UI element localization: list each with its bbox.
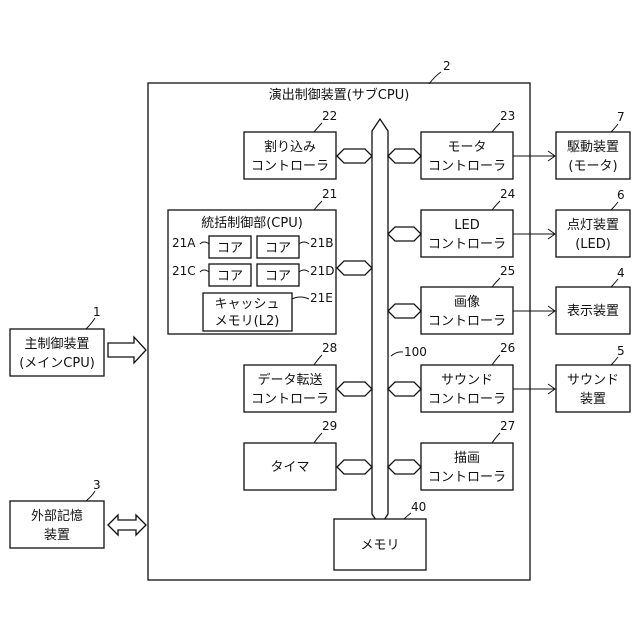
data-transfer-label-1: データ転送 [257, 372, 322, 388]
ref-21c: 21C [172, 264, 196, 278]
drive-device-label-1: 駆動装置 [567, 140, 619, 155]
external-storage-arrow [108, 515, 146, 535]
bus-link-sound [388, 382, 421, 396]
leader-6 [611, 202, 618, 210]
drive-device-label-2: (モータ) [568, 159, 617, 174]
draw-ctrl-label-1: 描画 [454, 451, 480, 466]
ref-24: 24 [500, 187, 515, 201]
led-ctrl-label-1: LED [454, 218, 479, 233]
bus-link-led [388, 227, 421, 241]
ref-100: 100 [404, 345, 427, 359]
sound-device-label-1: サウンド [567, 373, 619, 388]
sound-ctrl-label-1: サウンド [441, 373, 493, 388]
ref-5: 5 [617, 344, 625, 358]
motor-ctrl-label-2: コントローラ [428, 159, 506, 174]
ref-2: 2 [443, 59, 451, 73]
core-21d-label: コア [265, 269, 291, 284]
timer-label: タイマ [270, 460, 309, 475]
ref-23: 23 [500, 109, 515, 123]
cache-label-1: キャッシュ [214, 297, 279, 312]
light-device-label-1: 点灯装置 [567, 218, 619, 233]
led-ctrl-label-2: コントローラ [428, 237, 506, 252]
core-21b-label: コア [265, 241, 291, 256]
leader-1 [86, 318, 95, 329]
ref-7: 7 [617, 110, 625, 124]
ref-21b: 21B [310, 236, 334, 250]
motor-ctrl-label-1: モータ [447, 140, 486, 155]
ref-4: 4 [617, 266, 625, 280]
ref-21: 21 [322, 187, 337, 201]
cache-label-2: メモリ(L2) [215, 314, 280, 329]
ref-26: 26 [500, 341, 515, 355]
bus-link-draw [388, 460, 421, 474]
external-storage-label-1: 外部記憶 [31, 508, 83, 524]
ref-29: 29 [322, 419, 337, 433]
ref-6: 6 [617, 188, 625, 202]
interrupt-label-2: コントローラ [251, 159, 329, 174]
ref-22: 22 [322, 109, 337, 123]
light-device-label-2: (LED) [575, 237, 611, 252]
ref-27: 27 [500, 419, 515, 433]
internal-bus [372, 119, 388, 526]
ref-40: 40 [411, 500, 426, 514]
sound-device-label-2: 装置 [580, 392, 606, 407]
leader-2 [429, 72, 441, 84]
image-ctrl-label-2: コントローラ [428, 314, 506, 329]
leader-7 [611, 124, 618, 132]
ref-3: 3 [93, 478, 101, 492]
memory-label: メモリ [360, 538, 399, 553]
draw-ctrl-label-2: コントローラ [428, 470, 506, 485]
leader-4 [611, 279, 618, 287]
ref-21e: 21E [310, 291, 333, 305]
leader-5 [611, 357, 618, 365]
display-device-label: 表示装置 [567, 304, 619, 319]
ref-21d: 21D [310, 264, 335, 278]
bus-link-motor [388, 149, 421, 163]
interrupt-label-1: 割り込み [264, 139, 316, 155]
ref-1: 1 [93, 305, 101, 319]
bus-link-cpu [337, 261, 372, 275]
leader-3 [86, 491, 95, 501]
core-21c-label: コア [217, 269, 243, 284]
data-transfer-label-2: コントローラ [251, 392, 329, 407]
ref-28: 28 [322, 341, 337, 355]
external-storage-label-2: 装置 [44, 528, 70, 543]
main-control-label-1: 主制御装置 [24, 337, 89, 352]
bus-link-timer [337, 460, 372, 474]
bus-link-image [388, 304, 421, 318]
bus-link-data-transfer [337, 382, 372, 396]
main-control-label-2: (メインCPU) [19, 356, 95, 371]
main-to-sub-arrow [108, 337, 146, 363]
ref-25: 25 [500, 264, 515, 278]
bus-link-interrupt [337, 149, 372, 163]
sound-ctrl-label-2: コントローラ [428, 392, 506, 407]
ref-21a: 21A [172, 236, 196, 250]
image-ctrl-label-1: 画像 [454, 295, 480, 310]
sub-control-device-title: 演出制御装置(サブCPU) [269, 87, 410, 103]
cpu-title: 統括制御部(CPU) [201, 216, 303, 231]
core-21a-label: コア [217, 241, 243, 256]
